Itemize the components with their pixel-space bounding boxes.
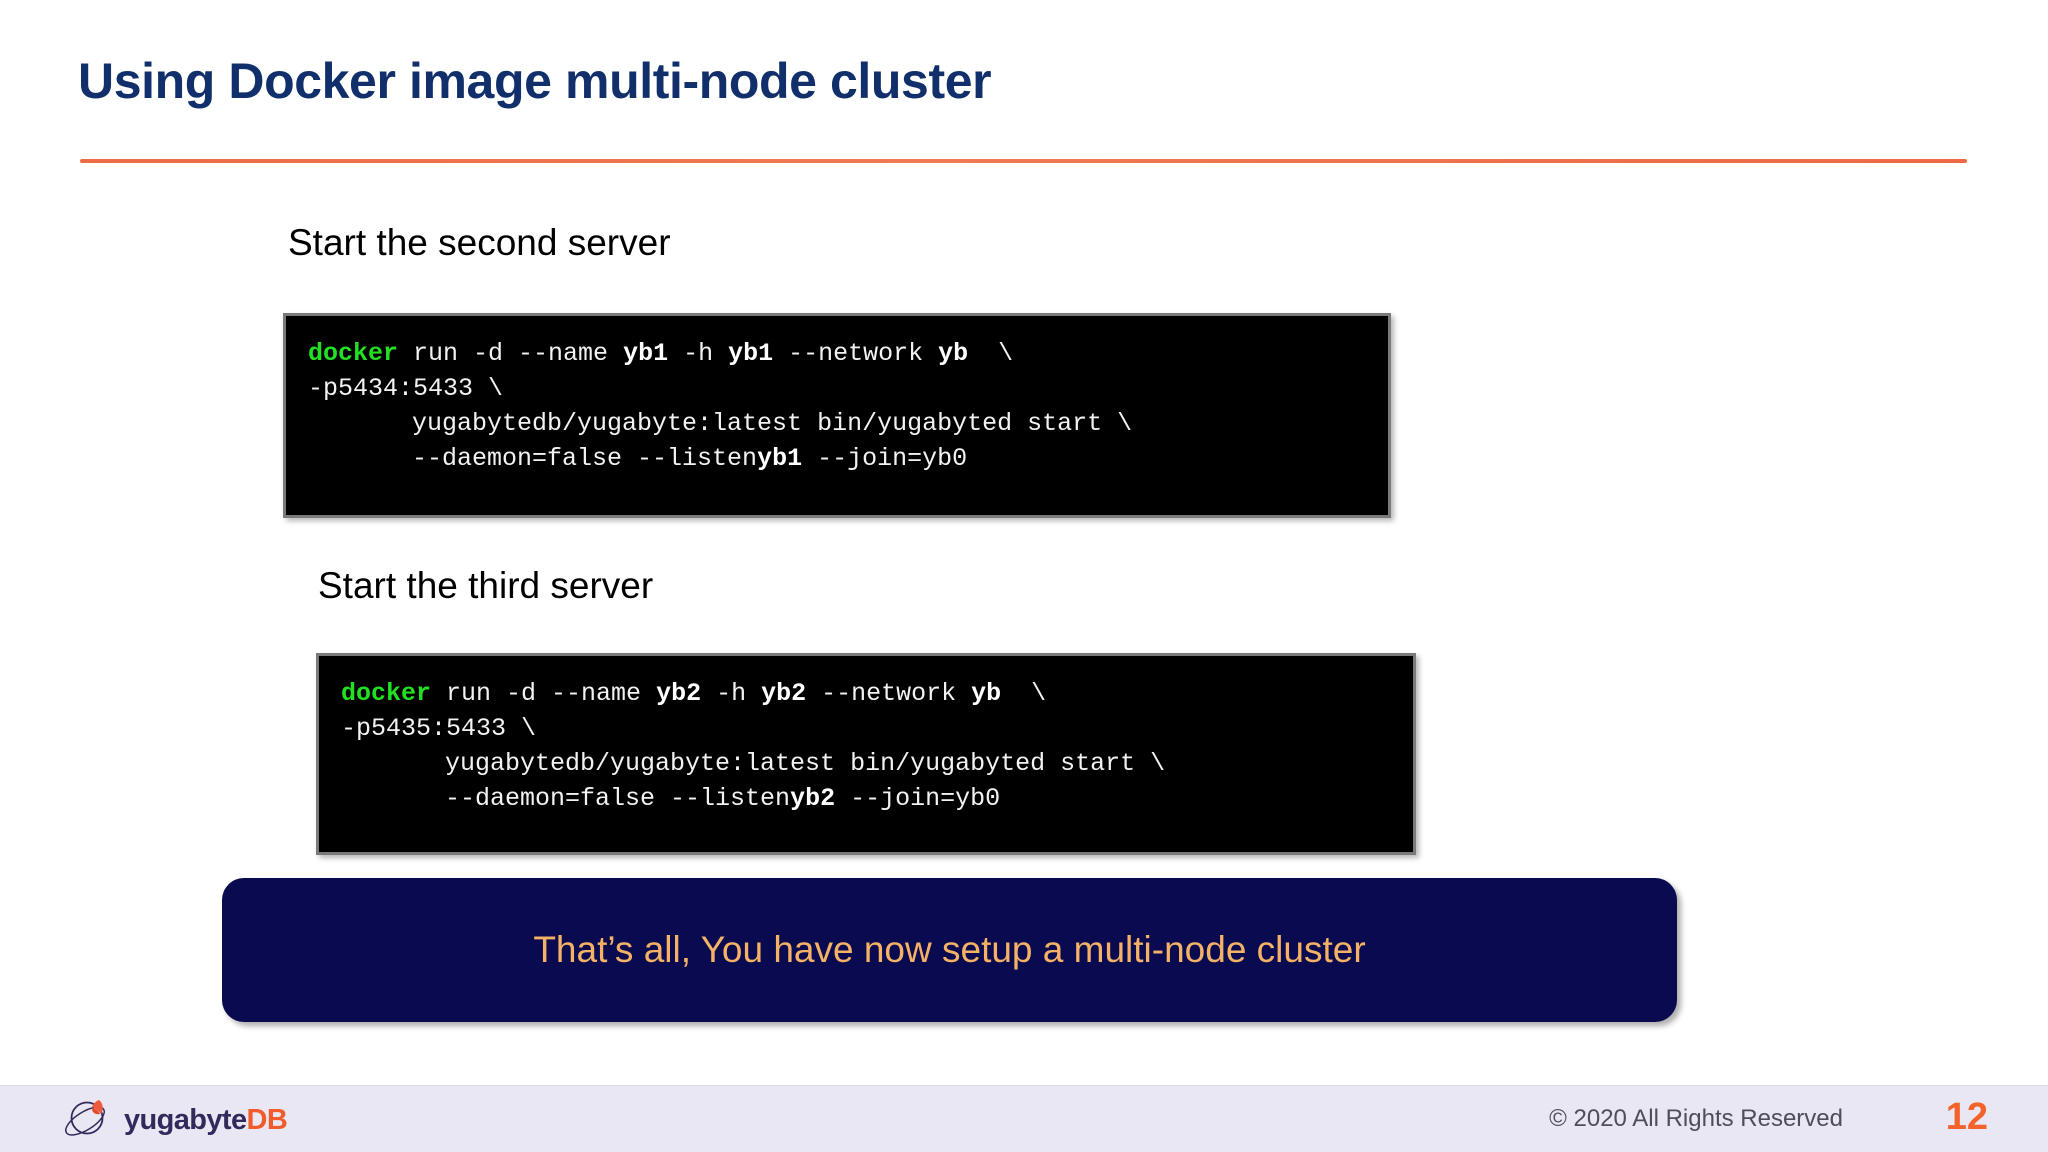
code-line3: yugabytedb/yugabyte:latest bin/yugabyted…	[412, 409, 1133, 438]
code-line1-part-a: run -d --name	[431, 679, 657, 708]
callout-text: That’s all, You have now setup a multi-n…	[533, 929, 1366, 970]
code-keyword-docker: docker	[341, 679, 432, 708]
code-line1-part-d: \	[1001, 679, 1047, 708]
brand-logo: yugabyteDB	[62, 1096, 288, 1144]
code-line1-arg-network: yb	[971, 679, 1002, 708]
callout-banner: That’s all, You have now setup a multi-n…	[222, 878, 1677, 1022]
yugabyte-planet-rocket-icon	[64, 1100, 106, 1136]
brand-wordmark: yugabyteDB	[124, 1103, 288, 1137]
code-block-second-server: docker run -d --name yb1 -h yb1 --networ…	[283, 313, 1391, 518]
footer-bar	[0, 1085, 2048, 1152]
code-line1-part-b: -h	[668, 339, 729, 368]
code-line4-arg-listen: yb1	[757, 444, 803, 473]
copyright-text: © 2020 All Rights Reserved	[1549, 1105, 1843, 1132]
code-line1-part-b: -h	[701, 679, 762, 708]
code-line1-part-d: \	[968, 339, 1014, 368]
page-title: Using Docker image multi-node cluster	[78, 53, 992, 109]
code-line4-arg-listen: yb2	[790, 784, 836, 813]
code-line4-part-b: --join=yb0	[802, 444, 968, 473]
page-number: 12	[1945, 1096, 1988, 1138]
code-block-third-server: docker run -d --name yb2 -h yb2 --networ…	[316, 653, 1416, 855]
code-line2: -p5435:5433 \	[341, 714, 537, 743]
code-line4-part-b: --join=yb0	[835, 784, 1001, 813]
code-line1-part-a: run -d --name	[398, 339, 624, 368]
section-heading-second-server: Start the second server	[288, 222, 671, 263]
code-line4-part-a: --daemon=false --listen	[445, 784, 791, 813]
code-line1-part-c: --network	[773, 339, 939, 368]
code-line4-part-a: --daemon=false --listen	[412, 444, 758, 473]
code-line1-arg-host: yb2	[761, 679, 807, 708]
title-divider	[80, 159, 1967, 163]
code-line1-arg-name: yb1	[623, 339, 669, 368]
brand-wordmark-primary: yugabyte	[124, 1103, 247, 1136]
section-heading-third-server: Start the third server	[318, 565, 654, 606]
code-line1-arg-network: yb	[938, 339, 969, 368]
code-line3: yugabytedb/yugabyte:latest bin/yugabyted…	[445, 749, 1166, 778]
code-line2: -p5434:5433 \	[308, 374, 504, 403]
code-content: docker run -d --name yb2 -h yb2 --networ…	[319, 656, 1413, 816]
brand-wordmark-accent: DB	[246, 1103, 288, 1136]
code-line1-arg-name: yb2	[656, 679, 702, 708]
code-line1-arg-host: yb1	[728, 339, 774, 368]
code-keyword-docker: docker	[308, 339, 399, 368]
code-line1-part-c: --network	[806, 679, 972, 708]
code-content: docker run -d --name yb1 -h yb1 --networ…	[286, 316, 1388, 476]
